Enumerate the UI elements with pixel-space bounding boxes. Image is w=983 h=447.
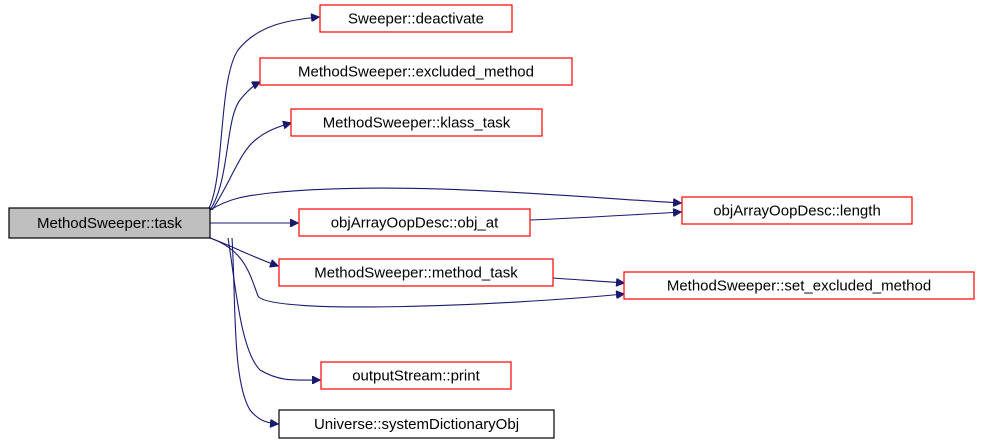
edge-root-deactivate bbox=[207, 17, 319, 211]
node-obj-at[interactable]: objArrayOopDesc::obj_at bbox=[298, 208, 531, 237]
node-set-excluded-method-box bbox=[623, 271, 975, 300]
node-excluded-method-label: MethodSweeper::excluded_method bbox=[298, 64, 534, 81]
node-system-dictionary-obj-box bbox=[278, 409, 555, 439]
edge-method-task-set-excluded bbox=[552, 277, 624, 283]
node-root-box bbox=[8, 207, 211, 239]
node-obj-at-box bbox=[298, 208, 531, 237]
node-method-task-box bbox=[278, 258, 554, 287]
node-klass-task[interactable]: MethodSweeper::klass_task bbox=[290, 108, 543, 137]
node-set-excluded-method[interactable]: MethodSweeper::set_excluded_method bbox=[623, 271, 975, 300]
node-obj-at-label: objArrayOopDesc::obj_at bbox=[331, 215, 499, 232]
node-deactivate[interactable]: Sweeper::deactivate bbox=[319, 4, 513, 33]
node-deactivate-box bbox=[319, 4, 513, 33]
node-klass-task-box bbox=[290, 108, 543, 137]
node-klass-task-label: MethodSweeper::klass_task bbox=[323, 115, 511, 132]
node-length-box bbox=[681, 196, 913, 225]
edge-root-length bbox=[209, 187, 681, 211]
node-system-dictionary-obj-label: Universe::systemDictionaryObj bbox=[314, 416, 519, 433]
edges bbox=[207, 17, 681, 424]
node-excluded-method-box bbox=[259, 57, 573, 86]
node-method-task-label: MethodSweeper::method_task bbox=[314, 265, 518, 282]
edge-obj-at-length bbox=[529, 212, 681, 221]
node-system-dictionary-obj: Universe::systemDictionaryObj bbox=[278, 409, 555, 439]
node-set-excluded-method-label: MethodSweeper::set_excluded_method bbox=[667, 278, 931, 295]
node-deactivate-label: Sweeper::deactivate bbox=[348, 11, 484, 28]
node-print-box bbox=[320, 361, 512, 390]
node-length[interactable]: objArrayOopDesc::length bbox=[681, 196, 913, 225]
node-length-label: objArrayOopDesc::length bbox=[713, 203, 881, 220]
node-root-label: MethodSweeper::task bbox=[37, 215, 183, 232]
node-print-label: outputStream::print bbox=[352, 368, 480, 385]
node-root[interactable]: MethodSweeper::task bbox=[8, 207, 211, 239]
edge-root-klass-task bbox=[211, 123, 291, 211]
edge-root-excluded-method bbox=[209, 82, 260, 211]
edge-root-set-excluded bbox=[209, 237, 624, 308]
node-print[interactable]: outputStream::print bbox=[320, 361, 512, 390]
edge-root-system-dictionary bbox=[231, 237, 278, 424]
node-excluded-method[interactable]: MethodSweeper::excluded_method bbox=[259, 57, 573, 86]
node-method-task[interactable]: MethodSweeper::method_task bbox=[278, 258, 554, 287]
